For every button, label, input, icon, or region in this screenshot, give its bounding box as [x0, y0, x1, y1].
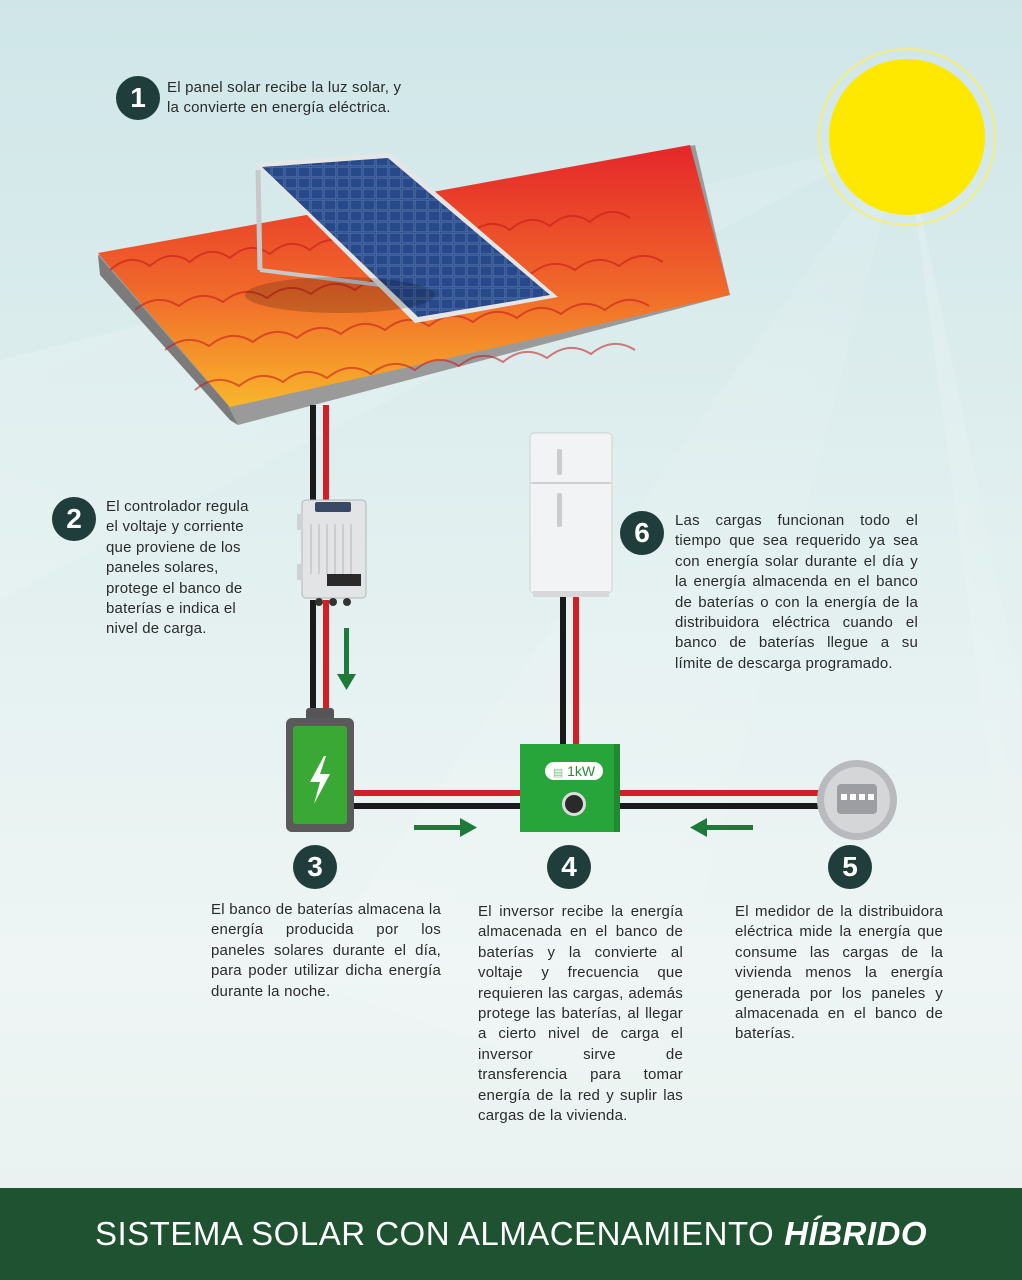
step-2-badge: 2 — [52, 497, 96, 541]
charge-controller-device — [297, 499, 367, 606]
inverter-knob — [562, 792, 586, 816]
step-4-text: El inversor recibe la energía almacenada… — [478, 903, 683, 1125]
battery-bank — [286, 708, 354, 832]
step-1-badge: 1 — [116, 76, 160, 120]
electric-meter — [817, 760, 897, 840]
step-1-text: El panel solar recibe la luz solar, y la… — [167, 79, 402, 117]
battery-level-icon: ▤ — [552, 767, 564, 779]
inverter-display: ▤ 1kW — [545, 762, 603, 780]
step-3-badge: 3 — [293, 845, 337, 889]
footer-banner: SISTEMA SOLAR CON ALMACENAMIENTO HÍBRIDO — [0, 1188, 1022, 1280]
step-4-badge: 4 — [547, 845, 591, 889]
inverter-device: ▤ 1kW — [520, 744, 620, 832]
step-5-text: El medidor de la distribuidora eléctrica… — [735, 903, 943, 1043]
step-5-badge: 5 — [828, 845, 872, 889]
step-3-text: El banco de baterías almacena la energía… — [211, 901, 441, 1000]
footer-title: SISTEMA SOLAR CON ALMACENAMIENTO — [94, 1215, 775, 1252]
footer-emphasis: HÍBRIDO — [784, 1215, 928, 1252]
refrigerator-load — [529, 432, 613, 597]
flow-arrows — [337, 628, 753, 837]
step-6-text: Las cargas funcionan todo el tiempo que … — [675, 512, 918, 672]
step-2-text: El controlador regula el voltaje y corri… — [106, 498, 249, 638]
roof-with-solar-panel — [98, 145, 730, 425]
step-6-badge: 6 — [620, 511, 664, 555]
inverter-display-value: 1kW — [567, 763, 596, 779]
